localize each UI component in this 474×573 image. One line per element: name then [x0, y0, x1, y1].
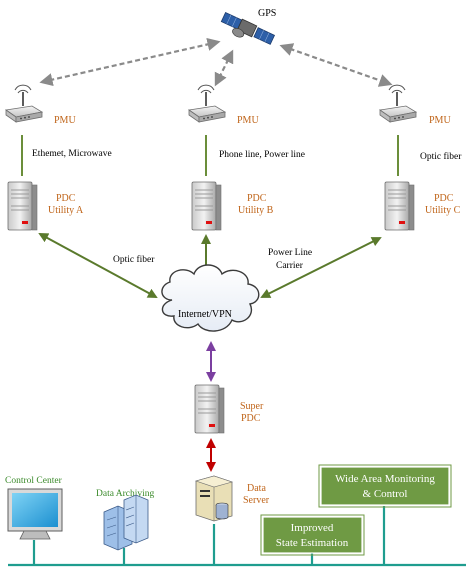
pdc-b-line1: PDC [247, 193, 267, 204]
internet-cloud: Internet/VPN [161, 264, 260, 332]
gps-label: GPS [258, 8, 276, 19]
pdc-b-server-icon [191, 181, 222, 231]
pdc-c-cloud-link [260, 237, 382, 298]
pdc-c: PDC Utility C [384, 181, 461, 231]
improved-state-line1: Improved [291, 522, 334, 534]
pmu-b-icon [188, 84, 226, 123]
pdc-a-link-label: Optic fiber [113, 254, 155, 265]
super-pdc-line2: PDC [241, 413, 261, 424]
wide-area-line1: Wide Area Monitoring [335, 473, 435, 485]
gps-link-pmu-c [279, 43, 393, 87]
super-pdc: Super PDC [194, 384, 264, 434]
improved-state-line2: State Estimation [276, 537, 349, 549]
wide-area-monitoring-box: Wide Area Monitoring & Control [318, 464, 452, 508]
pmu-a-link-label: Ethemet, Microwave [32, 149, 112, 159]
cloud-label: Internet/VPN [178, 309, 232, 320]
pmu-c-label: PMU [429, 115, 451, 126]
monitor-icon [7, 488, 63, 540]
pdc-c-link-label-1: Power Line [268, 248, 312, 258]
pdc-c-line1: PDC [434, 193, 454, 204]
improved-state-estimation-box: Improved State Estimation [260, 514, 365, 556]
application-bus [8, 506, 466, 567]
pmu-c-link-label: Optic fiber [420, 151, 462, 162]
pmu-b: PMU [188, 84, 259, 126]
pdc-a-cloud-link [38, 233, 158, 298]
pmu-a: PMU [5, 84, 76, 126]
pmu-a-icon [5, 84, 43, 123]
pmu-b-label: PMU [237, 115, 259, 126]
pmu-b-link-label: Phone line, Power line [219, 150, 305, 160]
super-pdc-server-icon [194, 384, 225, 434]
pdc-a-line1: PDC [56, 193, 76, 204]
gps-satellite-icon [220, 11, 276, 45]
data-server-line2: Server [243, 495, 270, 506]
pmu-pdc-links [21, 135, 399, 176]
pdc-b: PDC Utility B [191, 181, 274, 231]
wide-area-line2: & Control [363, 488, 408, 500]
pdc-a-server-icon [7, 181, 38, 231]
pdc-c-server-icon [384, 181, 415, 231]
pmu-a-label: PMU [54, 115, 76, 126]
gps-links [39, 37, 393, 87]
pmu-c-icon [379, 84, 417, 123]
data-archiving-label: Data Archiving [96, 489, 155, 499]
data-server-line1: Data [247, 483, 266, 494]
super-pdc-line1: Super [240, 401, 264, 412]
pdc-a-line2: Utility A [48, 205, 84, 216]
pdc-b-line2: Utility B [238, 205, 274, 216]
gps-link-pmu-b [214, 49, 234, 87]
cloud-icon [161, 264, 260, 332]
data-server: Data Server [194, 475, 270, 522]
pdc-c-link-label-2: Carrier [276, 261, 304, 271]
control-center: Control Center [5, 476, 63, 540]
archive-building-icon [103, 494, 149, 551]
pdc-a: PDC Utility A [7, 181, 84, 231]
pmu-c: PMU [379, 84, 451, 126]
gps-link-pmu-a [39, 37, 221, 87]
pdc-c-line2: Utility C [425, 205, 461, 216]
data-archiving: Data Archiving [96, 489, 155, 551]
data-server-icon [194, 475, 234, 522]
control-center-label: Control Center [5, 476, 63, 486]
